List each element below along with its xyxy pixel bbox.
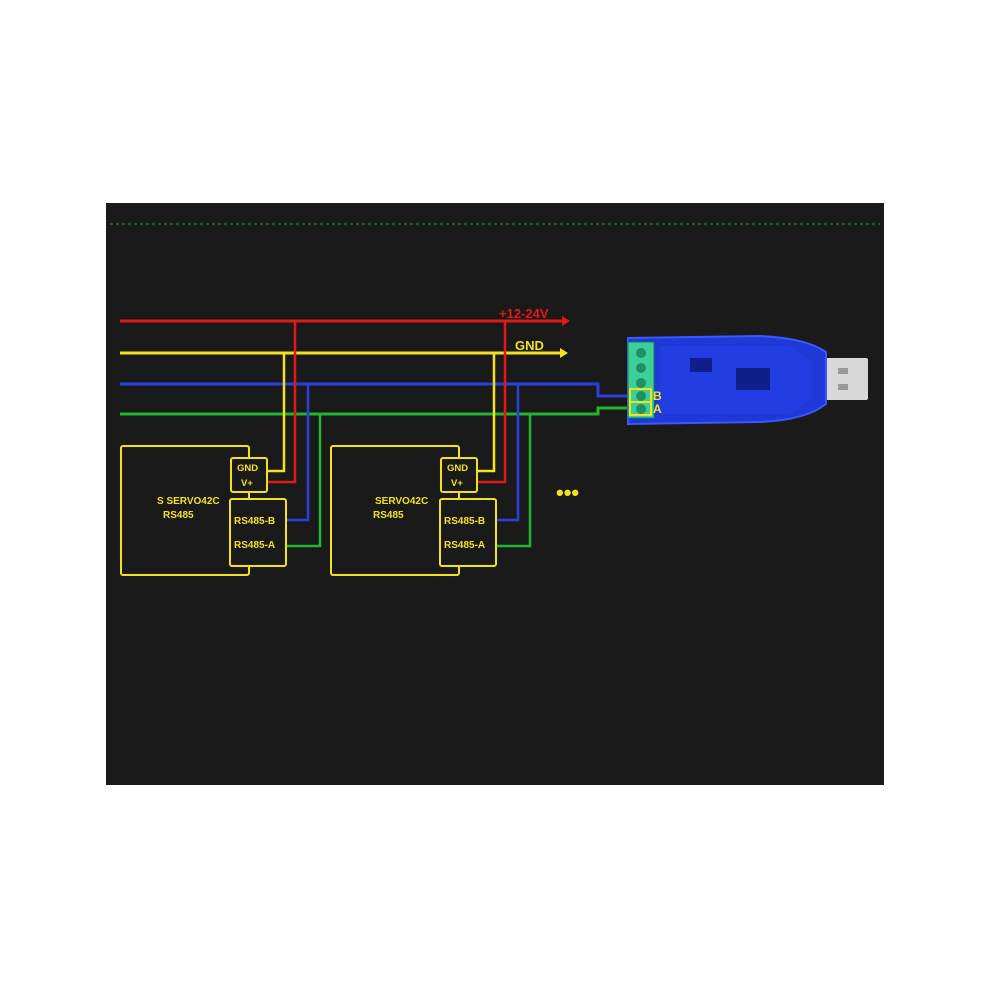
motor-2-subtitle: RS485 [373, 510, 404, 521]
motor-1-rs485-connector [229, 498, 287, 567]
motor-2-b-wire [496, 384, 520, 522]
motor-1-vplus-wire [268, 321, 297, 484]
motor-1-b-wire [286, 384, 310, 522]
usb-plug-contact-2 [838, 384, 848, 390]
motor-2-gnd-wire [478, 353, 496, 473]
more-devices-ellipsis: ••• [556, 480, 579, 505]
adapter-label-a: A [653, 402, 662, 416]
ground-arrow-icon [560, 348, 568, 358]
motor-1-pin-vplus: V+ [241, 478, 253, 489]
motor-1-pin-gnd: GND [237, 463, 258, 474]
motor-1-power-connector [230, 457, 268, 493]
motor-2-pin-a: RS485-A [444, 540, 485, 551]
usb-rs485-adapter-icon [627, 334, 868, 426]
motor-1-a-wire [286, 414, 322, 548]
terminal-screw-1 [636, 348, 646, 358]
bus-lines [120, 316, 636, 416]
motor-2-title: SERVO42C [375, 496, 428, 507]
terminal-screw-4 [636, 391, 646, 401]
adapter-chip-2 [690, 358, 712, 372]
motor-1-pin-b: RS485-B [234, 516, 275, 527]
diagram-background [106, 203, 884, 785]
rs485-b-bus-line [120, 382, 636, 398]
motor-1-pin-a: RS485-A [234, 540, 275, 551]
motor-2-a-wire [496, 414, 532, 548]
motor-2-pin-gnd: GND [447, 463, 468, 474]
ground-label: GND [515, 338, 544, 353]
motor-1-gnd-wire [268, 353, 286, 473]
motor-2-vplus-wire [478, 321, 507, 484]
adapter-label-b: B [653, 389, 662, 403]
motor-2-pin-vplus: V+ [451, 478, 463, 489]
usb-plug [818, 358, 868, 400]
terminal-a-highlight [629, 401, 652, 416]
terminal-screw-3 [636, 378, 646, 388]
motor-2-power-connector [440, 457, 478, 493]
terminal-screw-5 [636, 404, 646, 414]
power-label: +12-24V [499, 306, 549, 321]
motor-driver-2: SERVO42C RS485 GND V+ RS485-B RS485-A [330, 321, 532, 576]
motor-2-pin-b: RS485-B [444, 516, 485, 527]
rs485-a-bus-line [120, 406, 636, 416]
motor-1-title: S SERVO42C [157, 496, 220, 507]
terminal-screw-2 [636, 363, 646, 373]
usb-plug-contact-1 [838, 368, 848, 374]
motor-1-subtitle: RS485 [163, 510, 194, 521]
motor-2-rs485-connector [439, 498, 497, 567]
motor-driver-1: S SERVO42C RS485 GND V+ RS485-B RS485-A [120, 321, 322, 576]
adapter-chip [736, 368, 770, 390]
power-arrow-icon [562, 316, 570, 326]
